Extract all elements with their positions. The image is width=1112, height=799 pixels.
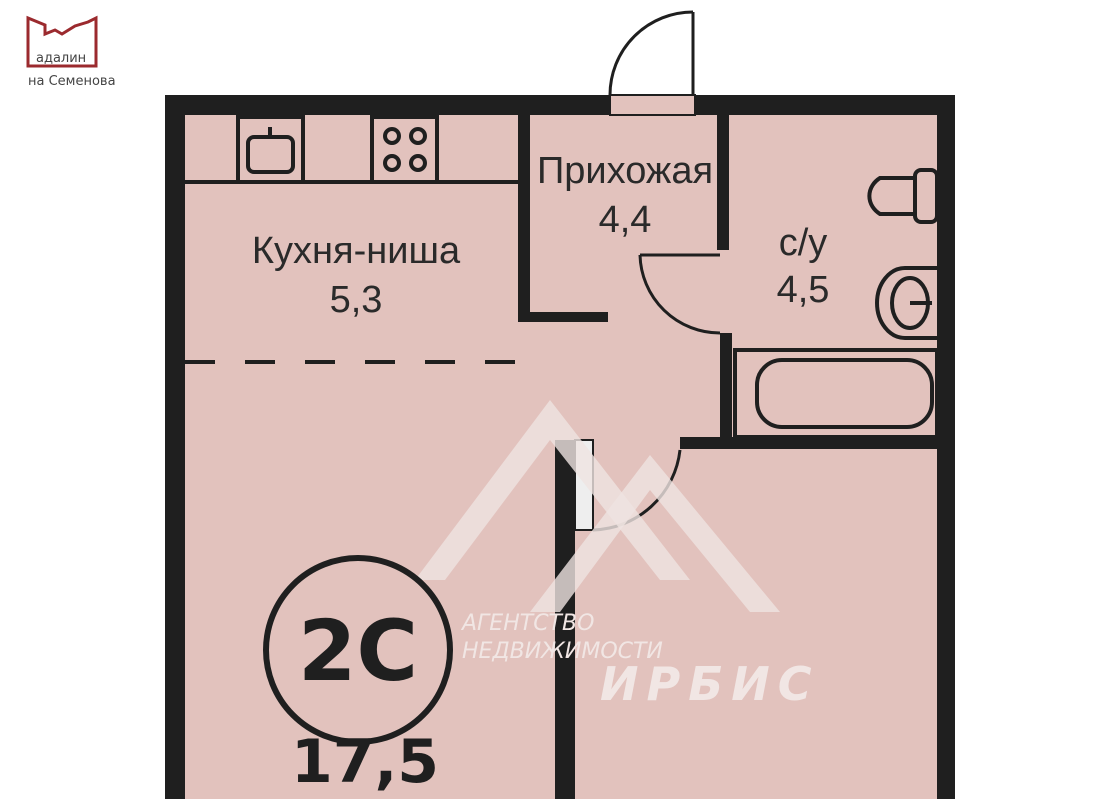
walls bbox=[165, 95, 955, 799]
bathtub-icon bbox=[733, 348, 939, 439]
entrance-door bbox=[608, 10, 695, 96]
apartment-type: 2С bbox=[298, 602, 418, 700]
watermark-line1: АГЕНТСТВО bbox=[460, 611, 594, 636]
apartment-type-badge bbox=[263, 555, 453, 745]
watermark-line2: НЕДВИЖИМОСТИ bbox=[462, 639, 663, 664]
kitchen-area: 5,3 bbox=[330, 279, 383, 321]
bathroom-door bbox=[638, 253, 721, 335]
washbasin-icon bbox=[875, 266, 937, 340]
hall-area: 4,4 bbox=[599, 199, 652, 241]
bathroom-area: 4,5 bbox=[777, 269, 830, 311]
living-area: 17,5 bbox=[291, 727, 439, 797]
toilet-icon bbox=[867, 168, 939, 224]
stove-icon bbox=[370, 115, 439, 184]
bathroom-name: с/у bbox=[779, 222, 828, 264]
logo-line2: на Семенова bbox=[28, 74, 116, 89]
watermark-logo: АГЕНТСТВО НЕДВИЖИМОСТИ ИРБИС bbox=[415, 400, 820, 711]
watermark-brand: ИРБИС bbox=[600, 657, 820, 711]
sink-icon bbox=[236, 115, 305, 184]
kitchen-name: Кухня-ниша bbox=[252, 230, 461, 272]
logo-line1: адалин bbox=[36, 51, 86, 66]
hall-name: Прихожая bbox=[537, 150, 713, 192]
developer-logo: адалин на Семенова bbox=[26, 15, 116, 89]
